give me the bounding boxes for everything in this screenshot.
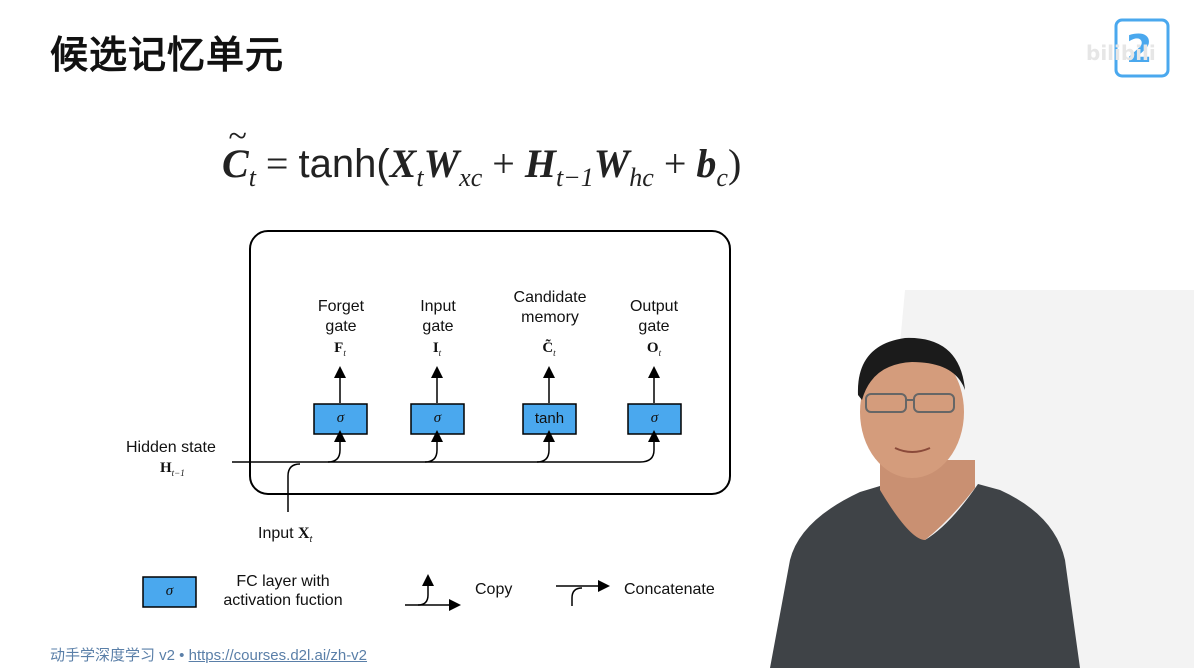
- candidate-memory-formula: Ct = tanh(XtWxc + Ht−1Whc + bc): [222, 118, 742, 193]
- formula-lhs: C: [222, 118, 249, 187]
- hidden-state-label: Hidden state: [126, 439, 216, 456]
- hidden-branch-input: [424, 430, 443, 463]
- presenter-face: [860, 346, 964, 478]
- legend-fc-box: [142, 576, 197, 608]
- footer-prefix: 动手学深度学习 v2 •: [50, 647, 189, 664]
- formula-h-sub: t−1: [555, 163, 594, 192]
- slide-title: 候选记忆单元: [50, 33, 285, 77]
- legend-concat-branch: [571, 587, 583, 606]
- formula-x-sub: t: [416, 163, 424, 192]
- presenter-neck: [880, 460, 975, 540]
- forget-gate-symbol: Ft: [334, 340, 346, 358]
- bilibili-logo: 2 bilibili: [1086, 18, 1170, 78]
- formula-h: H: [524, 141, 556, 186]
- legend-concatenate-label: Concatenate: [624, 581, 715, 598]
- presenter-mouth: [894, 447, 931, 453]
- input-line: [287, 463, 301, 512]
- formula-b-sub: c: [716, 163, 728, 192]
- output-gate-symbol: Ot: [646, 340, 662, 358]
- presenter-shirt: [770, 484, 1080, 668]
- formula-b: b: [696, 141, 717, 186]
- input-gate-symbol: It: [432, 340, 442, 358]
- formula-w1-sub: xc: [459, 163, 483, 192]
- legend-copy-branch: [417, 574, 434, 606]
- hidden-branch-candidate: [536, 430, 555, 463]
- svg-text:2: 2: [1126, 27, 1152, 71]
- formula-fn: tanh(: [298, 142, 390, 186]
- hidden-state-symbol: Ht−1: [160, 460, 185, 478]
- formula-w1: W: [423, 141, 460, 186]
- hidden-branch-forget: [327, 430, 346, 463]
- forget-box-text: σ: [336, 410, 345, 426]
- formula-w2: W: [593, 141, 630, 186]
- glasses-left: [865, 393, 907, 413]
- formula-close: ): [727, 141, 742, 186]
- output-box-text: σ: [650, 410, 659, 426]
- glasses-right: [913, 393, 955, 413]
- candidate-box-text: tanh: [534, 410, 565, 427]
- footer: 动手学深度学习 v2 • https://courses.d2l.ai/zh-v…: [50, 644, 367, 665]
- legend-copy-label: Copy: [475, 581, 513, 598]
- input-label: Input Xt: [258, 525, 313, 545]
- candidate-symbol: C̃t: [542, 340, 556, 358]
- course-link[interactable]: https://courses.d2l.ai/zh-v2: [188, 647, 368, 664]
- formula-lhs-sub: t: [248, 163, 256, 192]
- diagram-frame: [249, 230, 731, 495]
- formula-plus1: +: [482, 141, 525, 186]
- legend-box-text: σ: [165, 583, 174, 599]
- hidden-state-line: [232, 430, 660, 463]
- presenter-hair: [857, 337, 965, 400]
- input-box-text: σ: [433, 410, 442, 426]
- formula-x: X: [389, 141, 417, 186]
- formula-w2-sub: hc: [629, 163, 654, 192]
- bilibili-brand-text: bilibili: [1086, 41, 1156, 65]
- formula-eq: =: [255, 141, 299, 186]
- formula-plus2: +: [653, 141, 697, 186]
